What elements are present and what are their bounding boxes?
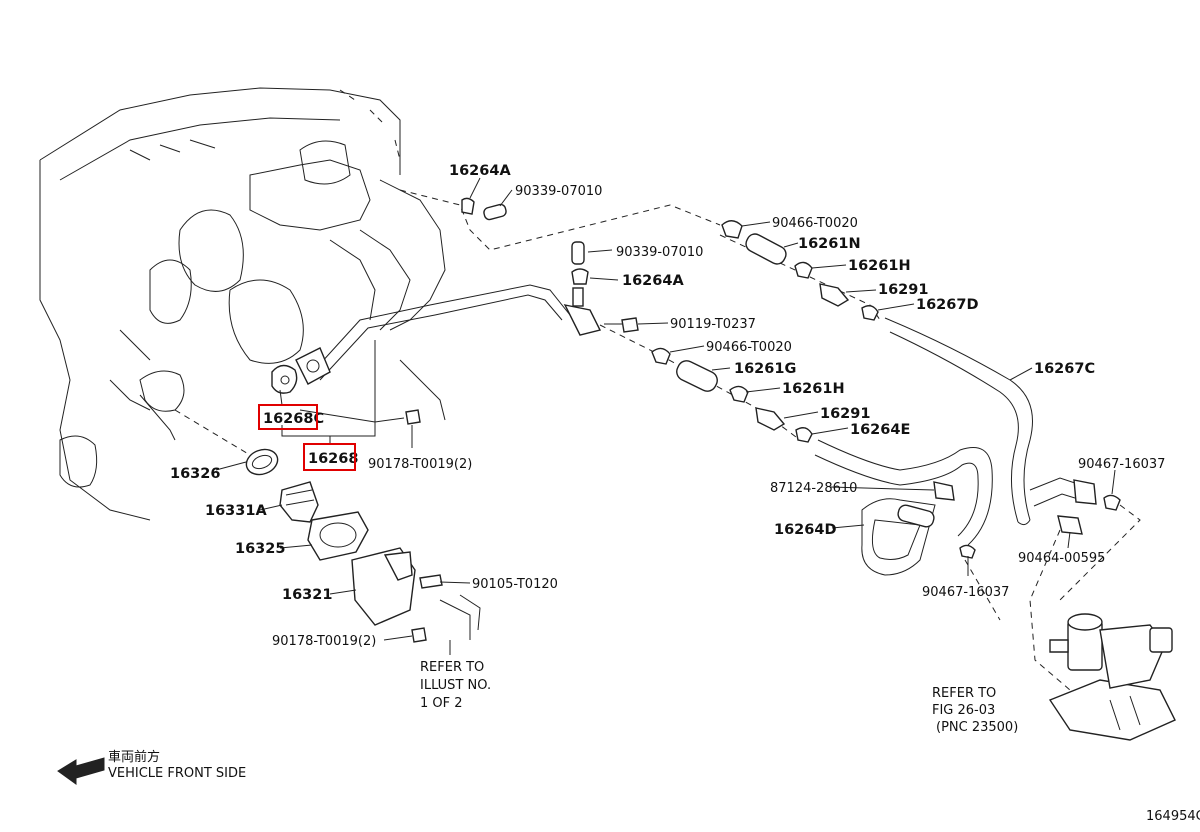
label-16261g: 16261G <box>734 361 796 377</box>
label-90339-07010-lower: 90339-07010 <box>616 245 703 260</box>
valve-assembly <box>1048 613 1176 741</box>
highlight-16268 <box>303 443 356 471</box>
label-16264d: 16264D <box>774 522 836 538</box>
label-90178-t0019-lower: 90178-T0019(2) <box>272 634 376 649</box>
note-refer-illust-line3: 1 OF 2 <box>420 696 463 711</box>
label-87124-28610: 87124-28610 <box>770 481 857 496</box>
upper-fittings <box>461 197 639 333</box>
label-16268c: 16268C <box>263 411 324 427</box>
label-16321: 16321 <box>282 587 332 603</box>
label-16268: 16268 <box>308 451 358 467</box>
label-leaders <box>215 177 1116 655</box>
note-refer-fig-line3: (PNC 23500) <box>936 720 1018 735</box>
note-refer-fig-line1: REFER TO <box>932 686 996 701</box>
hose-16264e <box>814 439 993 546</box>
label-16267c: 16267C <box>1034 361 1095 377</box>
note-refer-illust-line2: ILLUST NO. <box>420 678 491 693</box>
label-16261h-lower: 16261H <box>782 381 845 397</box>
vehicle-front-indicator: 車両前方 VEHICLE FRONT SIDE <box>57 749 246 785</box>
label-16331a: 16331A <box>205 503 267 519</box>
hose-16267c <box>884 317 1097 526</box>
label-16325: 16325 <box>235 541 285 557</box>
label-90178-t0019-upper: 90178-T0019(2) <box>368 457 472 472</box>
label-16261h-upper: 16261H <box>848 258 911 274</box>
label-90466-t0020-lower: 90466-T0020 <box>706 340 792 355</box>
gasket-16268c <box>271 364 298 394</box>
right-clamps <box>1057 494 1121 535</box>
hose-16264d <box>861 481 976 576</box>
label-16291-upper: 16291 <box>878 282 928 298</box>
highlight-16268c <box>258 404 318 430</box>
label-16264a-upper: 16264A <box>449 163 511 179</box>
highlight-boxes <box>258 404 356 471</box>
illustration-id: 164954C <box>1146 809 1200 824</box>
thermostat-group <box>245 409 481 643</box>
label-16267d: 16267D <box>916 297 978 313</box>
dashed-leaders <box>174 189 1141 691</box>
label-16264e: 16264E <box>850 422 910 438</box>
note-refer-fig-line2: FIG 26-03 <box>932 703 995 718</box>
engine-block-drawing <box>39 87 446 521</box>
label-90467-16037-lower: 90467-16037 <box>922 585 1009 600</box>
front-arrow-icon <box>57 757 105 785</box>
front-side-en: VEHICLE FRONT SIDE <box>108 766 246 781</box>
label-90466-t0020-upper: 90466-T0020 <box>772 216 858 231</box>
label-16261n: 16261N <box>798 236 861 252</box>
label-90464-00595: 90464-00595 <box>1018 551 1105 566</box>
front-side-jp: 車両前方 <box>108 749 160 765</box>
label-90119-t0237: 90119-T0237 <box>670 317 756 332</box>
label-16326: 16326 <box>170 466 220 482</box>
label-90467-16037-right: 90467-16037 <box>1078 457 1165 472</box>
note-refer-illust-line1: REFER TO <box>420 660 484 675</box>
water-bypass-pipe <box>295 284 602 385</box>
part-labels: 16264A 90339-07010 90339-07010 16264A 90… <box>170 163 1165 735</box>
label-16264a-lower: 16264A <box>622 273 684 289</box>
label-16291-lower: 16291 <box>820 406 870 422</box>
label-90339-07010-upper: 90339-07010 <box>515 184 602 199</box>
label-90105-t0120: 90105-T0120 <box>472 577 558 592</box>
hose-group-upper <box>721 220 879 321</box>
hose-group-lower <box>651 347 813 443</box>
